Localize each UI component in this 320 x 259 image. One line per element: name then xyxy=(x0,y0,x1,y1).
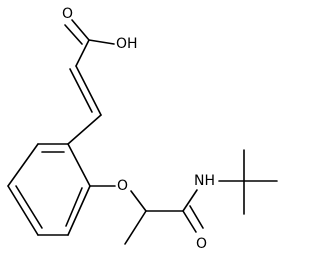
atom-label-amide-nitrogen: NH xyxy=(194,173,215,189)
ring-double-bond-inner xyxy=(65,187,83,227)
ring-double-bond-inner xyxy=(15,185,43,229)
vinyl-double-bond xyxy=(75,65,102,116)
atom-label-ether-oxygen: O xyxy=(117,178,128,194)
ether-to-ch-bond xyxy=(130,190,147,212)
atom-label-amide-oxygen: O xyxy=(196,236,207,252)
carboxyl-carbonyl-bond-inner xyxy=(64,24,83,45)
ring-bond xyxy=(7,185,39,236)
chemical-structure-drawing: O OH O NH O xyxy=(7,6,278,252)
atom-label-oxygen: O xyxy=(62,6,73,22)
ether-amide-chain xyxy=(89,149,278,245)
carboxyl-carbonyl-bond xyxy=(71,19,90,41)
vinyl-to-carboxyl-bond xyxy=(75,39,90,67)
vinyl-double-bond-inner xyxy=(69,68,93,113)
amide-carbonyl-bond xyxy=(182,210,197,233)
atom-labels: O OH O NH O xyxy=(62,6,215,252)
atom-label-hydroxyl: OH xyxy=(116,36,138,52)
carboxyl-hydroxyl-bond xyxy=(88,39,115,45)
ring-to-vinyl-bond xyxy=(67,114,102,145)
benzene-ring xyxy=(7,143,91,236)
ch-to-methyl-bond xyxy=(124,210,147,245)
ring-bond xyxy=(67,185,91,236)
acrylic-acid-chain xyxy=(64,19,115,145)
amide-carbonyl-bond-inner xyxy=(189,205,204,229)
structure-canvas: O OH O NH O xyxy=(7,6,278,252)
ring-bond xyxy=(7,143,39,187)
ring-bond xyxy=(67,143,91,187)
carbonyl-to-nh-bond xyxy=(182,189,198,212)
